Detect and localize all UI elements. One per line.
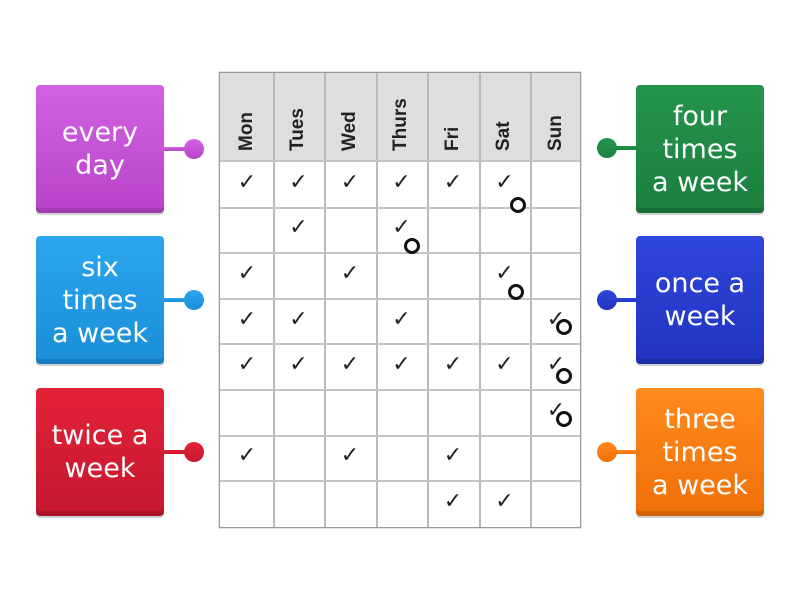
connector-line	[610, 450, 636, 454]
drop-target-marker[interactable]	[404, 238, 420, 254]
drop-target-marker[interactable]	[510, 197, 526, 213]
check-mark: ✓	[392, 306, 411, 332]
check-mark: ✓	[289, 352, 308, 378]
label-twice[interactable]: twice a week	[36, 388, 164, 516]
label-three-times[interactable]: three times a week	[636, 388, 764, 516]
connector-line	[164, 298, 190, 302]
label-six-times[interactable]: six times a week	[36, 236, 164, 364]
label-text-line: a week	[651, 166, 749, 198]
day-header-sun: Sun	[544, 115, 566, 151]
grid-header	[220, 73, 580, 161]
connector-line	[610, 298, 636, 302]
label-four-times[interactable]: four times a week	[636, 85, 764, 213]
grid-row-divider	[220, 252, 580, 255]
check-mark: ✓	[237, 352, 257, 378]
grid-row-divider	[220, 389, 580, 391]
check-mark: ✓	[443, 352, 463, 378]
label-text-line: twice a	[51, 420, 149, 451]
connector-line	[164, 147, 190, 151]
day-header-wed: Wed	[338, 111, 360, 151]
grid-row-divider	[220, 160, 580, 162]
drop-target-marker[interactable]	[556, 411, 572, 427]
check-mark: ✓	[340, 443, 360, 469]
day-header-mon: Mon	[235, 111, 257, 151]
label-text-line: once a	[654, 268, 746, 299]
drop-pin-six-times[interactable]	[184, 290, 204, 310]
check-mark: ✓	[237, 261, 257, 286]
check-mark: ✓	[237, 443, 257, 469]
grid-row-divider	[220, 297, 580, 300]
check-mark: ✓	[289, 169, 308, 195]
label-text-line: times	[662, 436, 738, 468]
connector-line	[610, 146, 636, 150]
check-mark: ✓	[340, 352, 360, 378]
check-mark: ✓	[443, 489, 463, 514]
check-mark: ✓	[237, 169, 257, 195]
check-mark: ✓	[495, 261, 514, 286]
check-mark: ✓	[237, 306, 257, 332]
check-mark: ✓	[495, 489, 514, 514]
label-text-line: every	[61, 117, 139, 148]
grid-column-divider	[324, 73, 326, 527]
grid-column-divider	[478, 73, 481, 527]
check-mark: ✓	[392, 215, 411, 241]
label-text-line: a week	[651, 469, 749, 501]
grid-column-divider	[427, 73, 429, 527]
check-mark: ✓	[443, 443, 463, 469]
day-header-fri: Fri	[441, 126, 463, 151]
drop-pin-every-day[interactable]	[184, 139, 204, 159]
label-text-line: week	[664, 301, 736, 332]
label-text-line: six	[81, 251, 119, 283]
day-header-sat: Sat	[493, 121, 515, 151]
drop-target-marker[interactable]	[508, 284, 524, 300]
label-text-line: times	[662, 133, 738, 165]
grid-row-divider	[220, 434, 580, 437]
grid-row-divider	[220, 206, 580, 209]
check-mark: ✓	[289, 306, 308, 332]
label-text-line: three	[664, 403, 736, 435]
label-text-line: a week	[51, 317, 149, 349]
label-text-line: week	[64, 453, 136, 484]
drop-pin-twice[interactable]	[184, 442, 204, 462]
label-text-line: day	[75, 150, 125, 181]
check-mark: ✓	[443, 169, 463, 195]
drop-pin-three-times[interactable]	[597, 442, 617, 462]
drop-pin-four-times[interactable]	[597, 138, 617, 158]
grid-row-divider	[220, 343, 580, 346]
grid-column-divider	[530, 73, 532, 527]
grid-column-divider	[272, 73, 275, 527]
day-header-thurs: Thurs	[390, 98, 412, 151]
drop-target-marker[interactable]	[556, 319, 572, 335]
connector-line	[164, 450, 190, 454]
check-mark: ✓	[340, 261, 360, 286]
check-mark: ✓	[392, 169, 411, 195]
grid-column-divider	[375, 73, 378, 527]
check-mark: ✓	[340, 169, 360, 195]
label-every-day[interactable]: every day	[36, 85, 164, 213]
check-mark: ✓	[495, 169, 514, 195]
label-text-line: times	[62, 284, 138, 316]
grid-row-divider	[220, 480, 580, 483]
drop-pin-once[interactable]	[597, 290, 617, 310]
drop-target-marker[interactable]	[556, 368, 572, 384]
check-mark: ✓	[495, 352, 514, 378]
check-mark: ✓	[289, 215, 308, 241]
day-header-tues: Tues	[287, 108, 309, 151]
check-mark: ✓	[392, 352, 411, 378]
label-text-line: four	[672, 100, 728, 132]
label-once[interactable]: once a week	[636, 236, 764, 364]
